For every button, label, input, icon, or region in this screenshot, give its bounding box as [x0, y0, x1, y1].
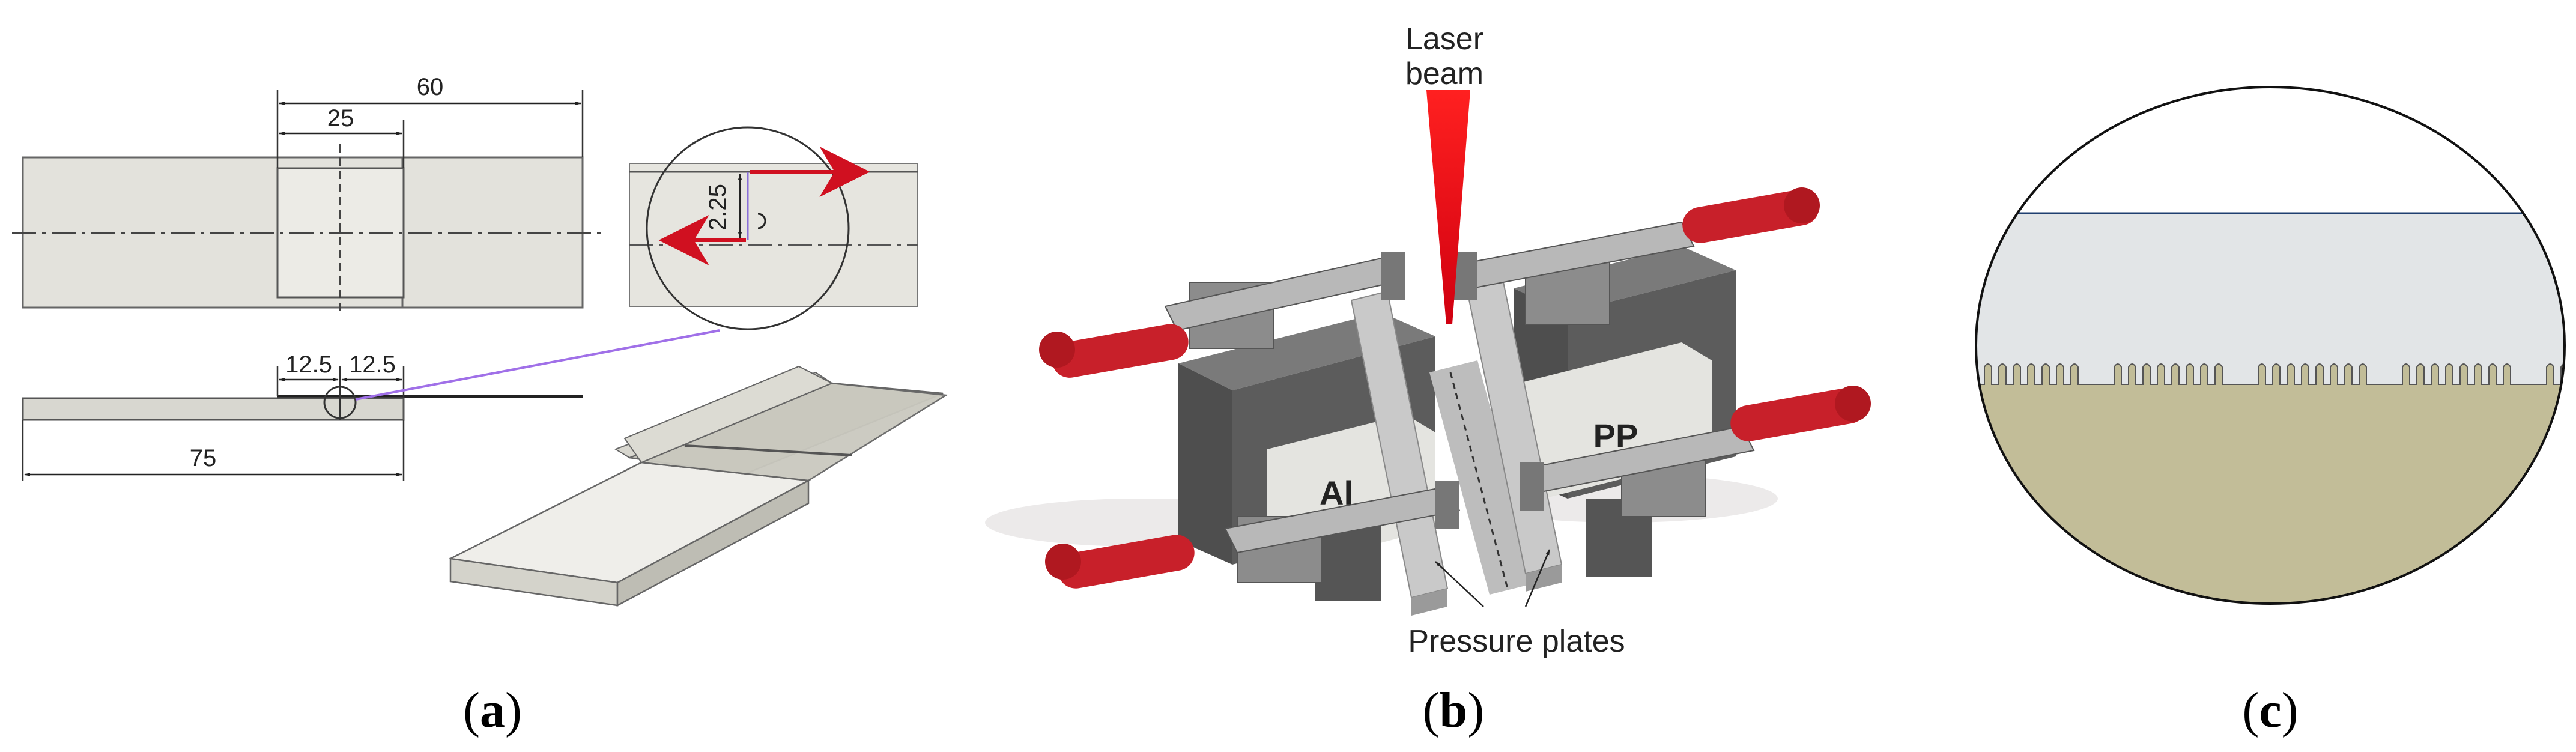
toggle-clamp-top-left: [1039, 252, 1405, 378]
isometric-specimen: [447, 365, 948, 607]
caption-c: (c): [2242, 682, 2298, 738]
left-base-front: [1178, 363, 1232, 565]
caption-b-letter: b: [1440, 682, 1468, 738]
dim-label-12-5-left: 12.5: [285, 351, 332, 378]
panel-c-cross-section: [1975, 86, 2566, 605]
dim-label-60: 60: [417, 74, 444, 100]
svg-text:(c): (c): [2242, 682, 2298, 738]
dim-label-2-25: 2.25: [705, 184, 731, 231]
laser-label-line1: Laser: [1405, 22, 1483, 56]
panel-a-technical-drawing: 60 25 12.5 12.5 75: [12, 74, 948, 607]
svg-text:(b): (b): [1423, 682, 1485, 738]
svg-text:(a): (a): [463, 682, 522, 738]
toggle-clamp-bottom-left: [1045, 481, 1461, 589]
caption-b: (b): [1423, 682, 1485, 738]
caption-c-letter: c: [2259, 682, 2281, 738]
toggle-clamp-top-right: [1453, 187, 1820, 325]
dim-label-12-5-right: 12.5: [349, 351, 396, 378]
panel-b-clamping-fixture: Al PP: [985, 22, 1871, 659]
caption-a-letter: a: [480, 682, 505, 738]
interface-microstructure: [1976, 363, 2565, 604]
caption-a: (a): [463, 682, 522, 738]
laser-label-line2: beam: [1405, 56, 1483, 91]
laser-beam: [1426, 90, 1470, 324]
cross-section-outline: [1975, 86, 2566, 605]
dim-label-25: 25: [327, 105, 354, 132]
detail-leader-line: [355, 329, 720, 401]
dim-label-75: 75: [190, 445, 217, 472]
label-pressure-plates: Pressure plates: [1408, 624, 1625, 659]
detail-circle: [646, 126, 850, 330]
toggle-clamp-bottom-right: [1520, 386, 1871, 517]
detail-view: 2.25: [629, 126, 918, 330]
